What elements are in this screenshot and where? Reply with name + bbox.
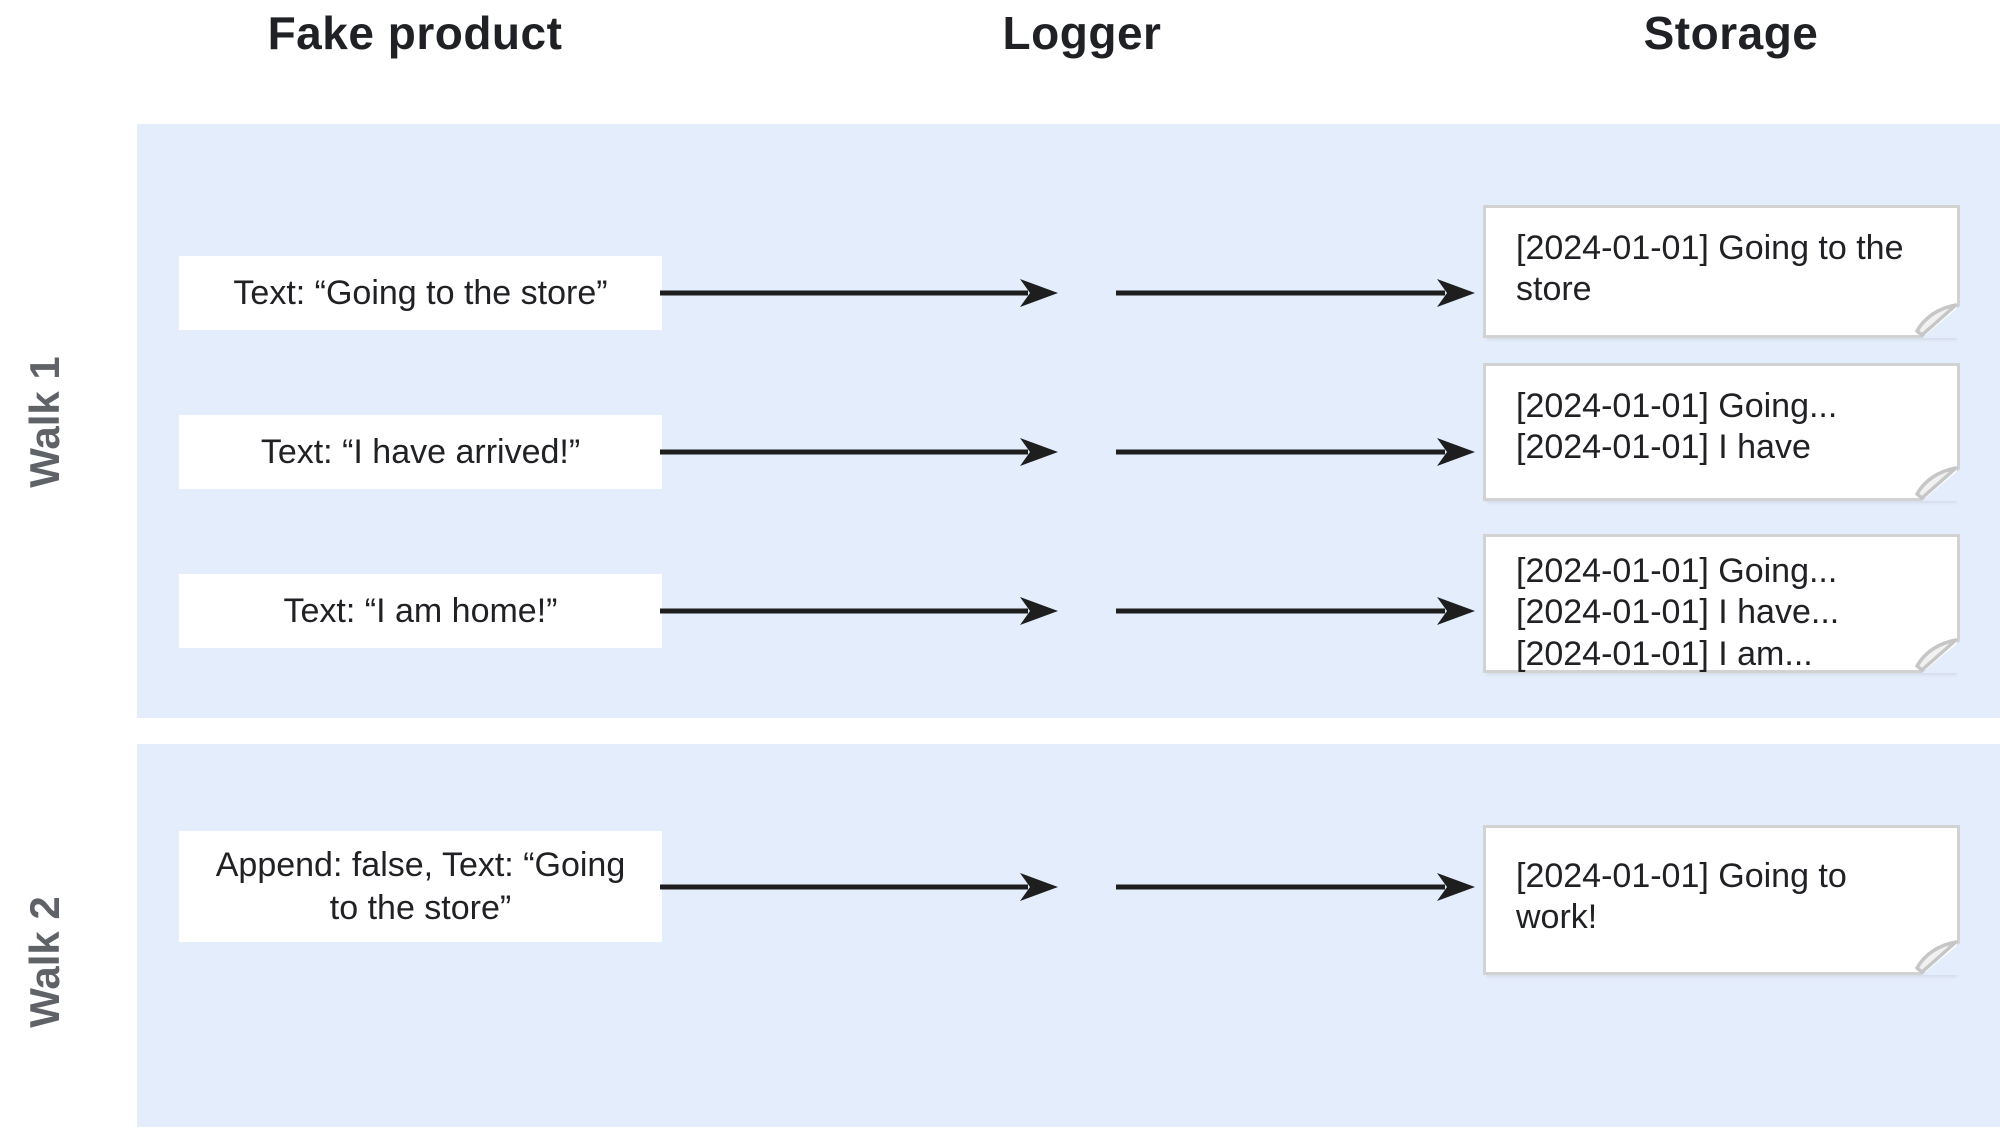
arrow-product-to-logger-icon — [660, 873, 1058, 901]
storage-note-3: [2024-01-01] Going... [2024-01-01] I hav… — [1483, 534, 1960, 673]
arrow-product-to-logger-icon — [660, 279, 1058, 307]
arrow-product-to-logger-icon — [660, 438, 1058, 466]
message-box-append-false: Append: false, Text: “Going to the store… — [179, 831, 662, 942]
arrow-logger-to-storage-icon — [1116, 597, 1475, 625]
folded-corner-icon — [1915, 466, 1960, 501]
storage-note-2: [2024-01-01] Going... [2024-01-01] I hav… — [1483, 363, 1960, 501]
arrow-logger-to-storage-icon — [1116, 873, 1475, 901]
folded-corner-icon — [1915, 303, 1960, 338]
arrow-logger-to-storage-icon — [1116, 279, 1475, 307]
storage-note-4: [2024-01-01] Going to work! — [1483, 825, 1960, 975]
folded-corner-icon — [1915, 940, 1960, 975]
storage-note-text: [2024-01-01] Going... [2024-01-01] I hav… — [1516, 387, 1838, 467]
storage-note-text: [2024-01-01] Going to the store — [1516, 229, 1904, 309]
message-box-i-have-arrived: Text: “I have arrived!” — [179, 415, 662, 489]
message-box-going-to-store: Text: “Going to the store” — [179, 256, 662, 330]
storage-note-text: [2024-01-01] Going to work! — [1516, 857, 1847, 937]
message-box-i-am-home: Text: “I am home!” — [179, 574, 662, 648]
column-header-logger: Logger — [1002, 7, 1162, 59]
walk2-label: Walk 2 — [21, 896, 68, 1028]
column-header-fake-product: Fake product — [267, 7, 563, 59]
folded-corner-icon — [1915, 638, 1960, 673]
column-header-storage: Storage — [1643, 7, 1819, 59]
storage-note-1: [2024-01-01] Going to the store — [1483, 205, 1960, 338]
arrow-logger-to-storage-icon — [1116, 438, 1475, 466]
walk1-label: Walk 1 — [21, 356, 68, 488]
arrow-product-to-logger-icon — [660, 597, 1058, 625]
storage-note-text: [2024-01-01] Going... [2024-01-01] I hav… — [1516, 552, 1840, 673]
